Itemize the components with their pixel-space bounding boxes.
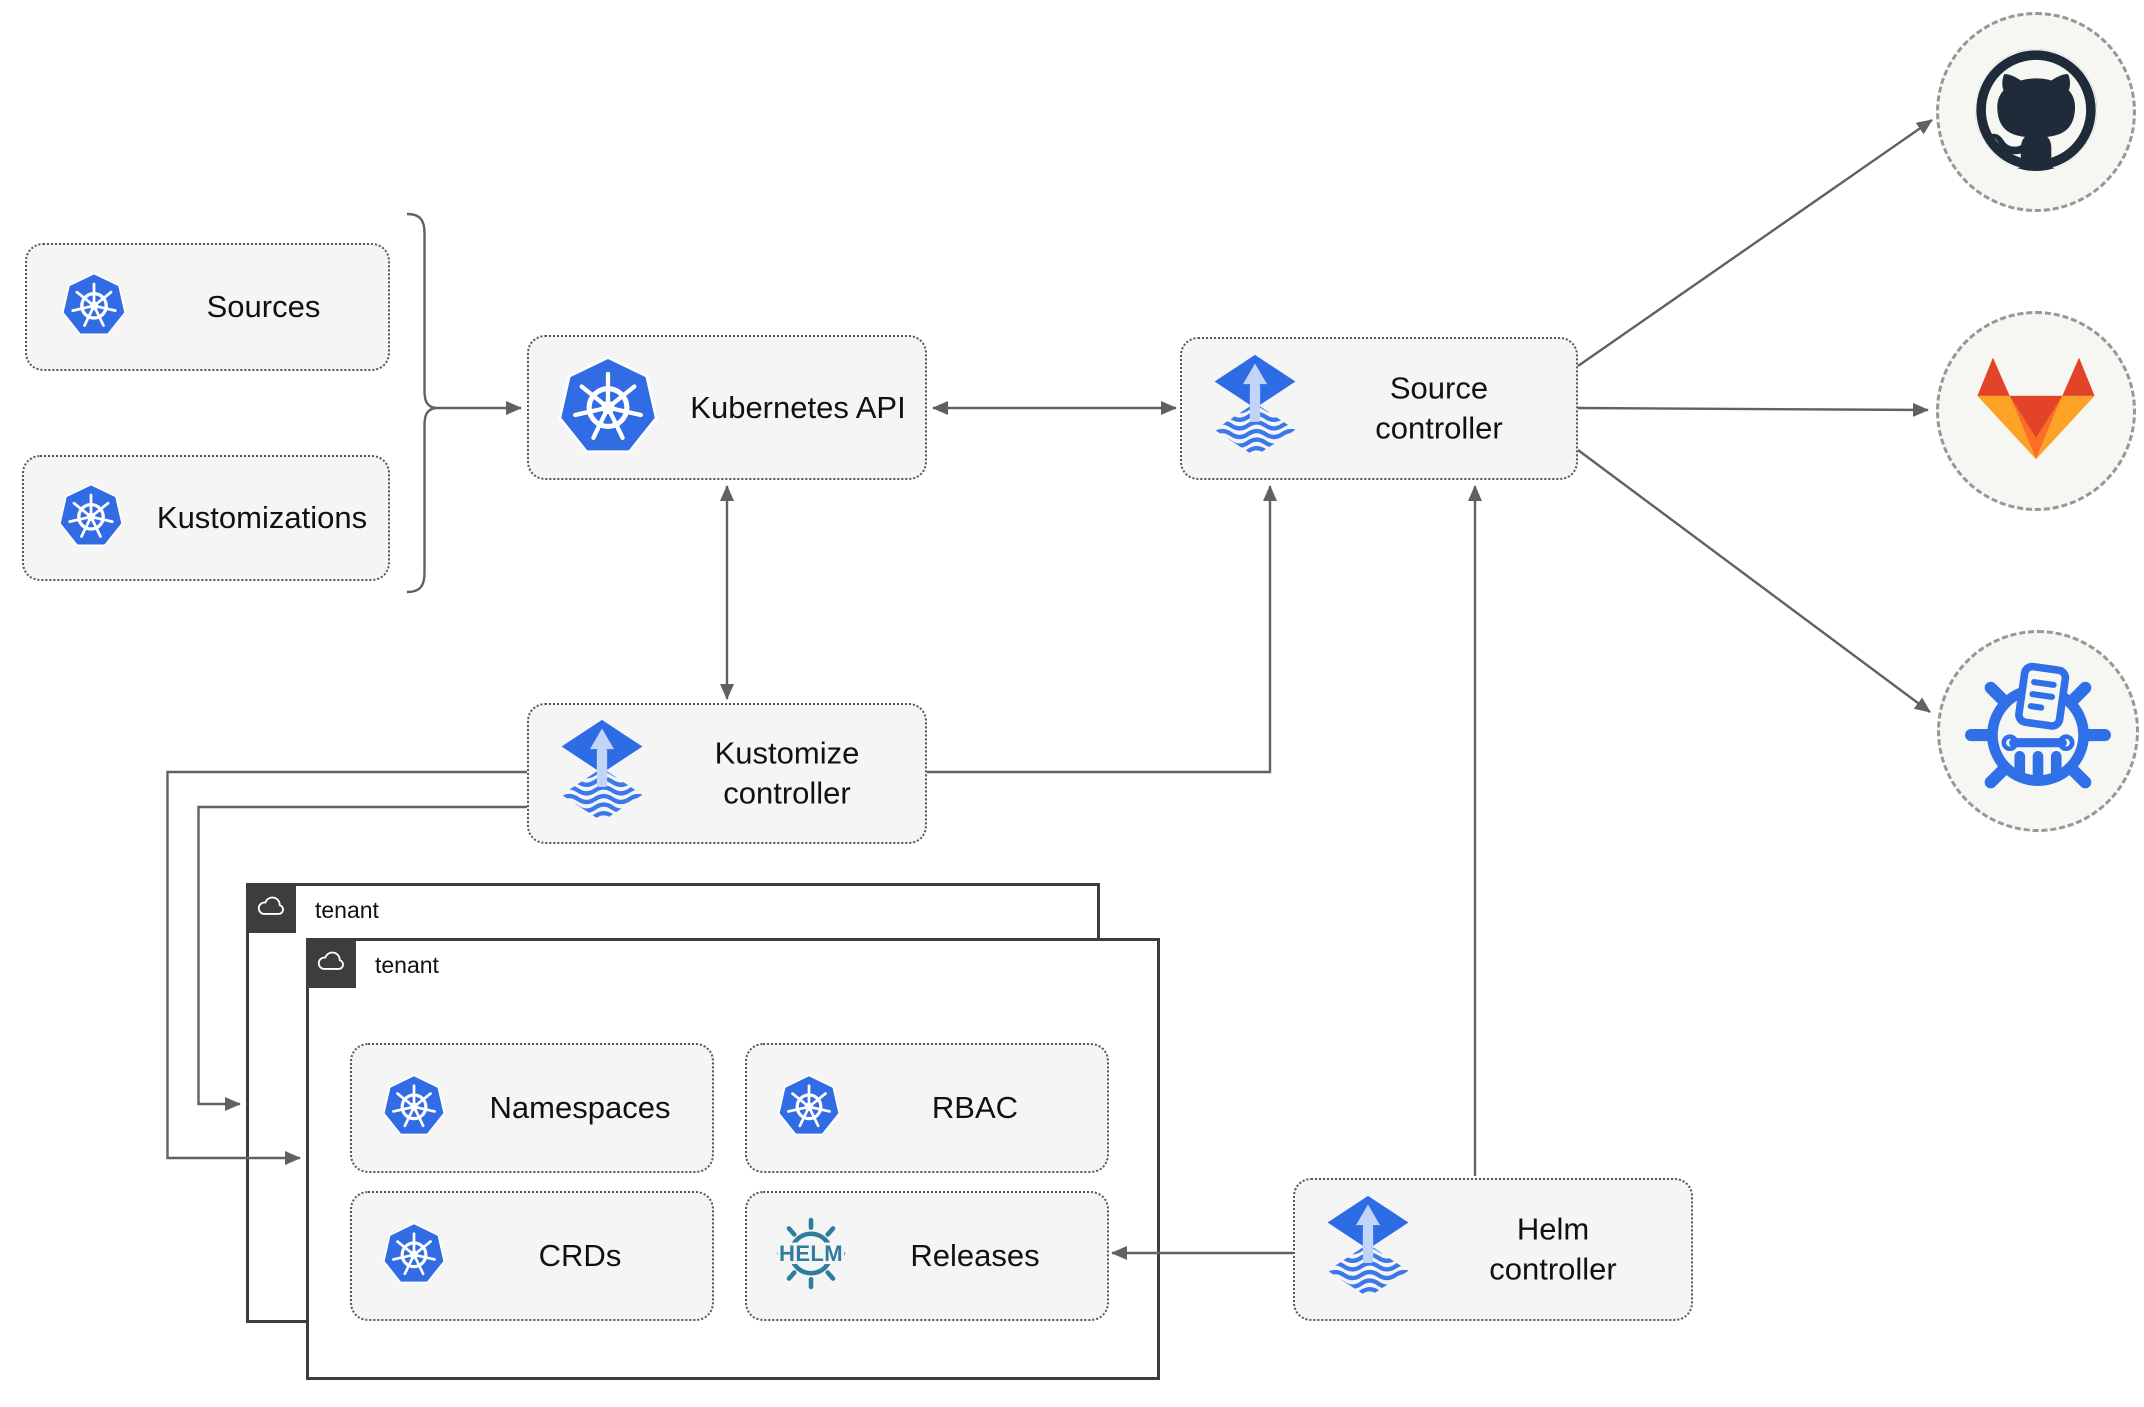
github-icon xyxy=(1975,49,2097,176)
tenant-header xyxy=(246,883,296,933)
arrow-source-to-gitlab xyxy=(1577,402,1929,417)
node-label: Sources xyxy=(206,288,321,324)
flux-icon xyxy=(1325,1194,1411,1306)
node-kubernetes-api: Kubernetes API xyxy=(527,335,927,480)
chartmuseum-icon xyxy=(1962,650,2114,813)
node-label: Helm controller xyxy=(1489,1211,1617,1287)
node-sources: Sources xyxy=(25,243,390,371)
cloud-icon xyxy=(315,950,347,977)
kubernetes-icon xyxy=(61,272,127,343)
helm-wordmark: HELM xyxy=(779,1241,843,1266)
kubernetes-icon xyxy=(777,1074,841,1143)
node-source-controller: Source controller xyxy=(1180,337,1578,480)
node-label: Kustomize controller xyxy=(714,735,860,811)
arrow-source-to-github xyxy=(1577,119,1933,367)
arrow-source-to-chartmuseum xyxy=(1577,449,1931,713)
node-label: Kubernetes API xyxy=(690,389,906,425)
node-namespaces: Namespaces xyxy=(350,1043,714,1173)
gitlab-icon xyxy=(1976,354,2096,469)
tenant-box-front: tenant Namespaces RBAC CRDs xyxy=(306,938,1160,1380)
node-crds: CRDs xyxy=(350,1191,714,1321)
helm-icon: HELM xyxy=(773,1216,849,1297)
node-label: Source controller xyxy=(1375,370,1503,446)
arrow-kustomize-to-source-controller xyxy=(927,485,1277,774)
tenant-label: tenant xyxy=(375,952,439,978)
remote-chartmuseum xyxy=(1937,630,2139,832)
kubernetes-icon xyxy=(557,354,659,461)
kubernetes-icon xyxy=(382,1074,446,1143)
brace-sources-group xyxy=(406,212,437,594)
node-kustomizations: Kustomizations xyxy=(22,455,390,581)
node-label: CRDs xyxy=(538,1237,622,1273)
node-releases: HELM Releases xyxy=(745,1191,1109,1321)
tenant-label: tenant xyxy=(315,897,379,923)
flux-icon xyxy=(1212,353,1298,465)
node-label: Releases xyxy=(910,1237,1040,1273)
remote-gitlab xyxy=(1936,311,2136,511)
node-kustomize-controller: Kustomize controller xyxy=(527,703,927,844)
tenant-header xyxy=(306,938,356,988)
node-label: Kustomizations xyxy=(156,499,368,535)
node-label: RBAC xyxy=(931,1089,1019,1125)
node-helm-controller: Helm controller xyxy=(1293,1178,1693,1321)
kubernetes-icon xyxy=(382,1222,446,1291)
flux-icon xyxy=(559,718,645,830)
node-label: Namespaces xyxy=(489,1089,671,1125)
cloud-icon xyxy=(255,895,287,922)
remote-github xyxy=(1936,12,2136,212)
node-rbac: RBAC xyxy=(745,1043,1109,1173)
kubernetes-icon xyxy=(58,483,124,554)
